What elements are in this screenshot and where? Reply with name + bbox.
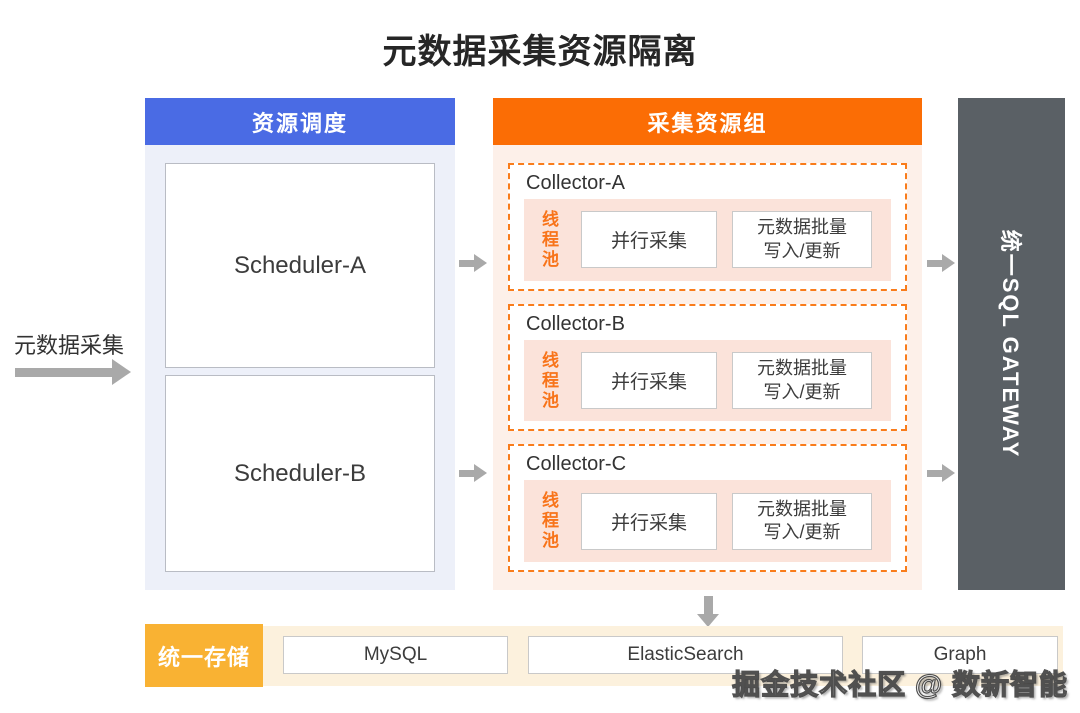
thread-pool-label: 线程池	[539, 209, 558, 270]
scheduler-panel-body: Scheduler-A Scheduler-B	[145, 145, 455, 590]
collector-b: Collector-B 线程池 并行采集 元数据批量 写入/更新	[508, 303, 907, 432]
thread-pool-strip: 线程池 并行采集 元数据批量 写入/更新	[524, 480, 891, 563]
arrow-shaft	[15, 367, 112, 377]
arrow-shaft	[927, 469, 942, 477]
collector-to-gateway-arrow-icon	[927, 253, 955, 273]
arrow-head	[112, 359, 131, 385]
scheduler-panel: 资源调度 Scheduler-A Scheduler-B	[145, 98, 455, 590]
scheduler-to-collector-arrow-icon	[459, 463, 487, 483]
page-title: 元数据采集资源隔离	[382, 33, 698, 71]
watermark: 掘金技术社区 @ 数新智能	[732, 668, 1068, 700]
storage-bar: MySQL ElasticSearch Graph	[263, 626, 1063, 686]
store-elasticsearch: ElasticSearch	[528, 636, 843, 674]
store-mysql: MySQL	[283, 636, 508, 674]
thread-pool-label: 线程池	[539, 491, 558, 552]
parallel-collect-box: 并行采集	[581, 211, 717, 269]
collector-panel-header: 采集资源组	[493, 98, 922, 145]
arrow-head	[942, 254, 955, 272]
arrow-head	[474, 464, 487, 482]
arrow-shaft	[459, 469, 474, 477]
arrow-shaft	[459, 259, 474, 267]
arrow-shaft	[703, 596, 713, 614]
arrow-shaft	[927, 259, 942, 267]
parallel-collect-box: 并行采集	[581, 492, 717, 550]
thread-pool-label: 线程池	[539, 350, 558, 411]
sql-gateway-column: 统一SQL GATEWAY	[958, 98, 1065, 590]
thread-pool-strip: 线程池 并行采集 元数据批量 写入/更新	[524, 339, 891, 422]
sql-gateway-label: 统一SQL GATEWAY	[997, 229, 1023, 459]
thread-pool-strip: 线程池 并行采集 元数据批量 写入/更新	[524, 199, 891, 281]
batch-write-box: 元数据批量 写入/更新	[732, 352, 872, 409]
input-flow-label: 元数据采集	[14, 333, 125, 358]
collector-panel: 采集资源组 Collector-A 线程池 并行采集 元数据批量 写入/更新 C…	[493, 98, 922, 590]
collector-name: Collector-B	[526, 312, 625, 335]
scheduler-b-node: Scheduler-B	[165, 375, 435, 572]
collector-name: Collector-C	[526, 453, 627, 476]
store-graph: Graph	[862, 636, 1058, 674]
arrow-head	[474, 254, 487, 272]
arrow-head	[697, 614, 719, 627]
scheduler-panel-header: 资源调度	[145, 98, 455, 145]
scheduler-to-collector-arrow-icon	[459, 253, 487, 273]
storage-label-box: 统一存储	[145, 624, 263, 687]
collector-name: Collector-A	[526, 172, 625, 194]
scheduler-a-node: Scheduler-A	[165, 163, 435, 368]
arrow-head	[942, 464, 955, 482]
parallel-collect-box: 并行采集	[581, 352, 717, 409]
collector-c: Collector-C 线程池 并行采集 元数据批量 写入/更新	[508, 444, 907, 573]
collector-to-storage-arrow-icon	[697, 596, 719, 627]
collector-to-gateway-arrow-icon	[927, 463, 955, 483]
collector-panel-body: Collector-A 线程池 并行采集 元数据批量 写入/更新 Collect…	[493, 145, 922, 590]
batch-write-box: 元数据批量 写入/更新	[732, 492, 872, 550]
input-flow-arrow-icon	[15, 358, 131, 386]
batch-write-box: 元数据批量 写入/更新	[732, 211, 872, 269]
collector-a: Collector-A 线程池 并行采集 元数据批量 写入/更新	[508, 163, 907, 291]
